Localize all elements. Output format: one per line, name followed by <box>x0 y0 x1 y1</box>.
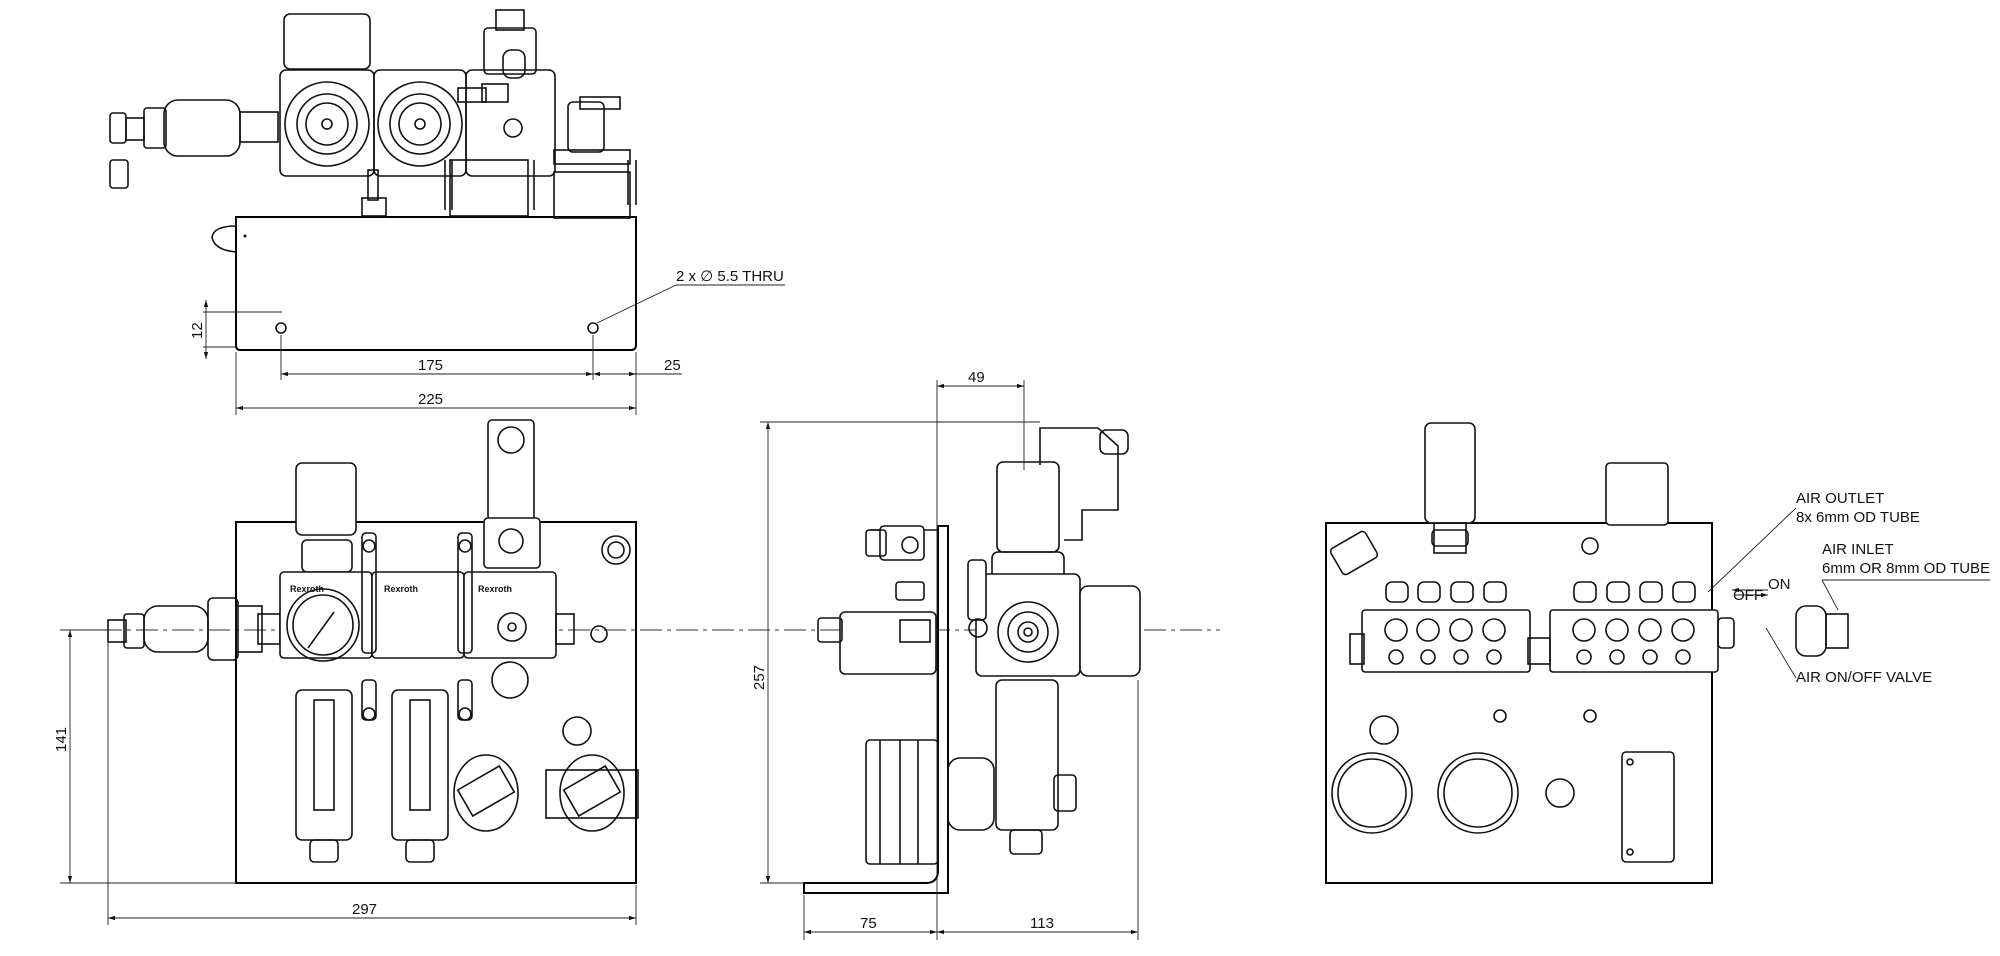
brand-label: Rexroth <box>384 584 418 594</box>
side-view: 49 257 75 113 <box>751 369 1141 940</box>
dim-75: 75 <box>860 915 877 932</box>
top-view: 12 175 25 225 2 x ∅ 5.5 THRU <box>109 9 785 415</box>
note-air-inlet-tube: 6mm OR 8mm OD TUBE <box>1822 560 1990 577</box>
label-off: OFF <box>1733 587 1763 604</box>
label-on: ON <box>1768 576 1791 593</box>
outlet-fittings <box>1385 581 1696 603</box>
valve-manifold-right <box>1549 609 1719 673</box>
note-air-outlet: AIR OUTLET <box>1796 490 1884 507</box>
note-holes: 2 x ∅ 5.5 THRU <box>676 268 784 285</box>
front-view: Rexroth Rexroth Rexroth <box>53 419 1220 925</box>
valve-manifold-left <box>1361 609 1531 673</box>
mounting-hole <box>587 322 599 334</box>
brand-label: Rexroth <box>478 584 512 594</box>
rear-view: AIR OUTLET 8x 6mm OD TUBE AIR INLET 6mm … <box>1325 422 1990 884</box>
dim-25: 25 <box>664 357 681 374</box>
dim-141: 141 <box>53 727 70 752</box>
dim-297: 297 <box>352 901 377 918</box>
dim-113: 113 <box>1030 915 1054 932</box>
dim-225: 225 <box>418 391 443 408</box>
manifold-ports <box>1384 618 1695 665</box>
brand-label: Rexroth <box>290 584 324 594</box>
note-air-valve: AIR ON/OFF VALVE <box>1796 669 1932 686</box>
mounting-hole <box>275 322 287 334</box>
note-air-inlet: AIR INLET <box>1822 541 1894 558</box>
dim-257: 257 <box>751 665 768 690</box>
dim-175: 175 <box>418 357 443 374</box>
dim-12: 12 <box>189 322 206 339</box>
note-air-outlet-tube: 8x 6mm OD TUBE <box>1796 509 1920 526</box>
dim-49: 49 <box>968 369 985 386</box>
pressure-gauge-icon <box>286 588 360 662</box>
